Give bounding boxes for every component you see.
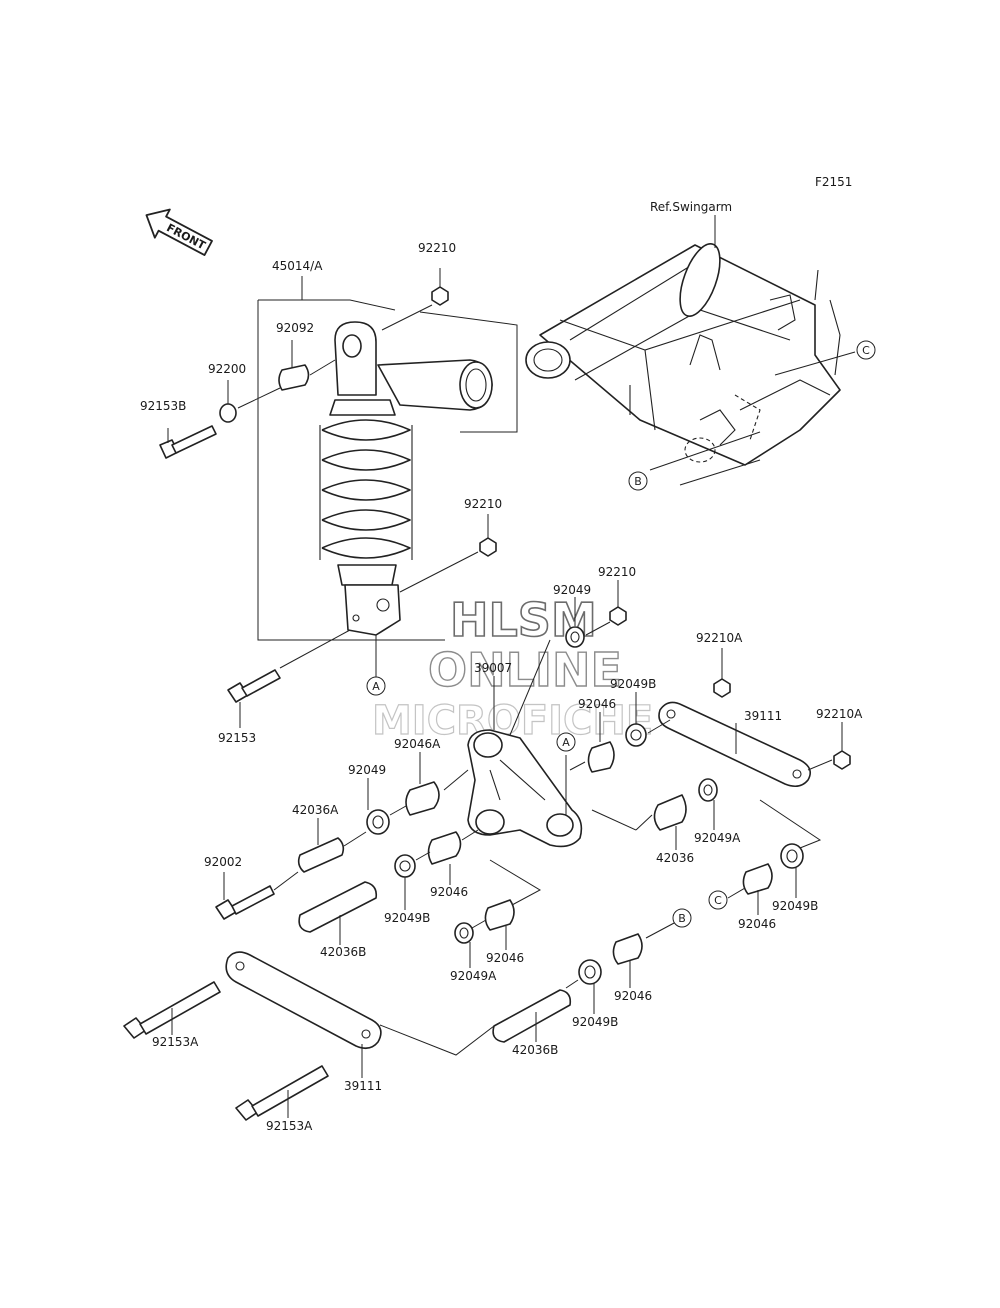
- label-92049A-low: 92049A: [450, 969, 497, 983]
- tie-rod-upper-drawing: [647, 701, 833, 788]
- ref-markers: A A B B C C: [366, 340, 876, 928]
- label-92153A-2: 92153A: [266, 1119, 313, 1133]
- label-92210-mid: 92210: [464, 497, 502, 511]
- rocker-arm-drawing: [467, 639, 583, 848]
- marker-a1: A: [372, 680, 380, 693]
- label-92002: 92002: [204, 855, 242, 869]
- marker-c2: C: [714, 894, 722, 907]
- tie-rod-lower-drawing: [123, 921, 677, 1121]
- label-92153: 92153: [218, 731, 256, 745]
- label-92200: 92200: [208, 362, 246, 376]
- label-92210-right: 92210: [598, 565, 636, 579]
- label-42036B-bottom: 42036B: [512, 1043, 558, 1057]
- marker-c1: C: [862, 344, 870, 357]
- marker-b2: B: [678, 912, 686, 925]
- label-92153A-1: 92153A: [152, 1035, 199, 1049]
- label-92210A-2: 92210A: [816, 707, 863, 721]
- label-92046-top: 92046: [578, 697, 616, 711]
- label-92049A-right: 92049A: [694, 831, 741, 845]
- watermark-line2: ONLINE: [428, 643, 622, 697]
- label-92049-left: 92049: [348, 763, 386, 777]
- label-92049B-right: 92049B: [772, 899, 818, 913]
- label-92049B-mid: 92049B: [384, 911, 430, 925]
- label-39111-top: 39111: [744, 709, 782, 723]
- label-92049B-bottom: 92049B: [572, 1015, 618, 1029]
- figure-code: F2151: [815, 175, 852, 189]
- label-45014A: 45014/A: [272, 259, 323, 273]
- rocker-hardware: [215, 580, 851, 968]
- part-labels: 45014/A 92210 92092 92200 92153B 92210 9…: [140, 241, 863, 1133]
- reference-label: Ref.Swingarm: [650, 200, 732, 214]
- label-92046A: 92046A: [394, 737, 441, 751]
- front-arrow-icon: FRONT: [145, 208, 213, 256]
- watermark-line1: HLSM: [450, 593, 597, 647]
- label-92210-top: 92210: [418, 241, 456, 255]
- shock-hardware: [159, 268, 497, 728]
- label-92092: 92092: [276, 321, 314, 335]
- label-42036-right: 42036: [656, 851, 694, 865]
- label-92046-right: 92046: [738, 917, 776, 931]
- label-92210A-1: 92210A: [696, 631, 743, 645]
- label-92049-top: 92049: [553, 583, 591, 597]
- marker-a2: A: [562, 736, 570, 749]
- label-39007: 39007: [474, 661, 512, 675]
- marker-b1: B: [634, 475, 642, 488]
- label-92046-low: 92046: [486, 951, 524, 965]
- label-42036A: 42036A: [292, 803, 339, 817]
- label-92049B-top: 92049B: [610, 677, 656, 691]
- label-92153B: 92153B: [140, 399, 186, 413]
- swingarm-drawing: [525, 215, 856, 486]
- shock-absorber-drawing: [257, 299, 518, 678]
- label-92046-mid: 92046: [430, 885, 468, 899]
- label-39111-bottom: 39111: [344, 1079, 382, 1093]
- label-42036B-left: 42036B: [320, 945, 366, 959]
- label-92046-bottom: 92046: [614, 989, 652, 1003]
